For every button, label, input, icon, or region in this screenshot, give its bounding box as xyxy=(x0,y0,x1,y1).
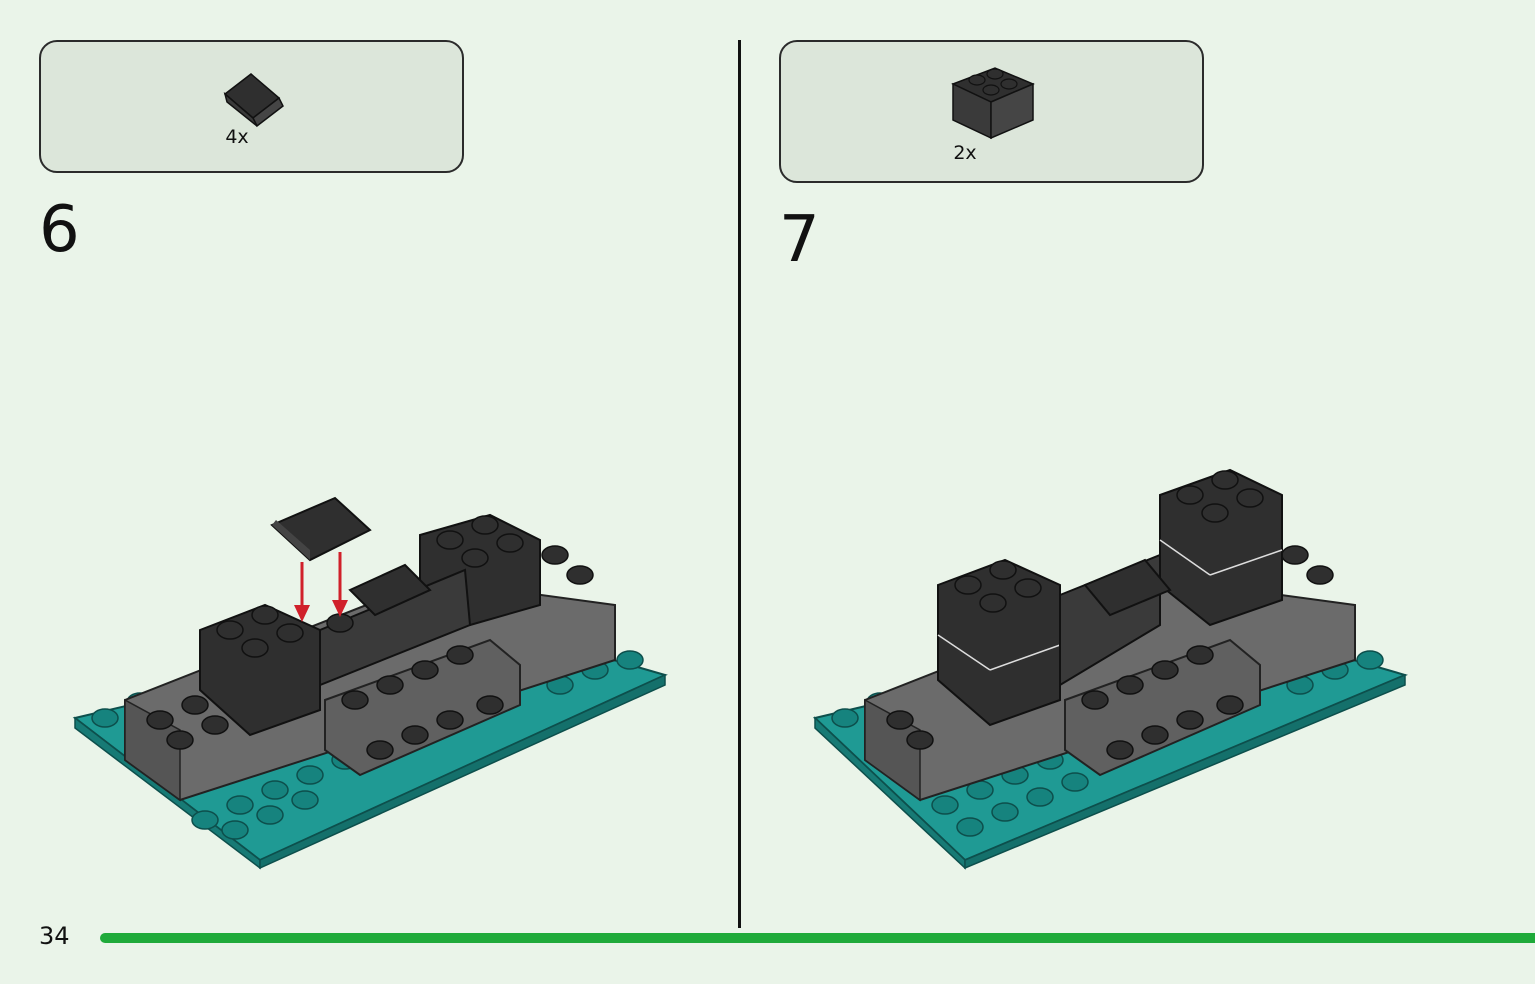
part-quantity: 2x xyxy=(953,142,977,164)
step-divider xyxy=(738,40,741,928)
part-quantity: 4x xyxy=(225,126,249,148)
lego-build-step-7-illustration xyxy=(812,468,1408,870)
progress-fill xyxy=(100,933,1535,943)
step-number-7: 7 xyxy=(779,203,820,277)
lego-build-step-6-illustration xyxy=(72,496,668,870)
step-6-parts-box: 4x xyxy=(39,40,464,173)
dark-slope-brick-icon xyxy=(223,73,284,128)
progress-bar xyxy=(100,933,1535,943)
dark-2x2-brick-icon xyxy=(951,67,1035,140)
page-number: 34 xyxy=(39,922,70,950)
step-7-parts-box: 2x xyxy=(779,40,1204,183)
step-number-6: 6 xyxy=(39,193,80,267)
